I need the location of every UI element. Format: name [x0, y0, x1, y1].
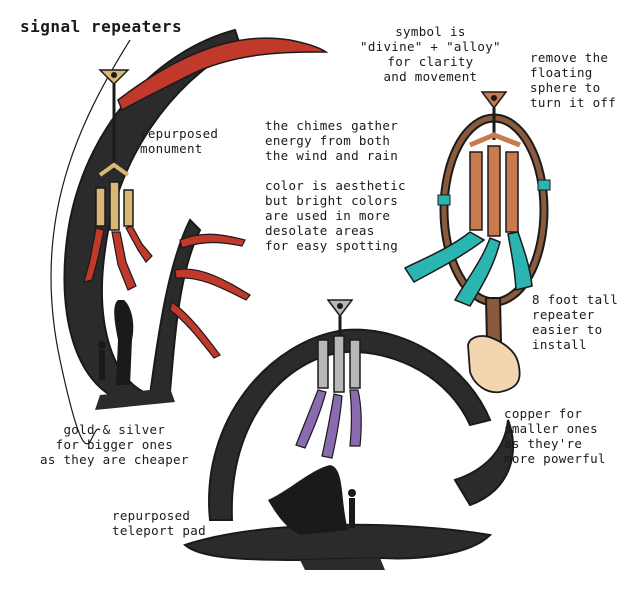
monument-repeater [50, 28, 329, 445]
teleport-pad-repeater [183, 299, 515, 570]
divine-alloy-symbol-icon-bottom [326, 299, 354, 318]
note-gold-silver: gold & silver for bigger ones as they ar… [40, 422, 189, 467]
note-teleport: repurposed teleport pad [112, 508, 206, 538]
note-monument: repurposed monument [140, 126, 219, 156]
divine-alloy-symbol-icon-right [480, 91, 508, 110]
note-color: color is aesthetic but bright colors are… [265, 178, 406, 253]
note-copper: copper for smaller ones as they're more … [504, 406, 606, 466]
page-title: signal repeaters [20, 17, 183, 36]
divine-alloy-symbol-icon [98, 69, 130, 86]
note-eight-foot: 8 foot tall repeater easier to install [532, 292, 619, 352]
holding-hand [467, 335, 521, 394]
copper-repeater [403, 91, 551, 394]
note-remove-sphere: remove the floating sphere to turn it of… [530, 50, 617, 110]
note-chimes: the chimes gather energy from both the w… [265, 118, 399, 163]
note-symbol: symbol is "divine" + "alloy" for clarity… [360, 24, 501, 84]
